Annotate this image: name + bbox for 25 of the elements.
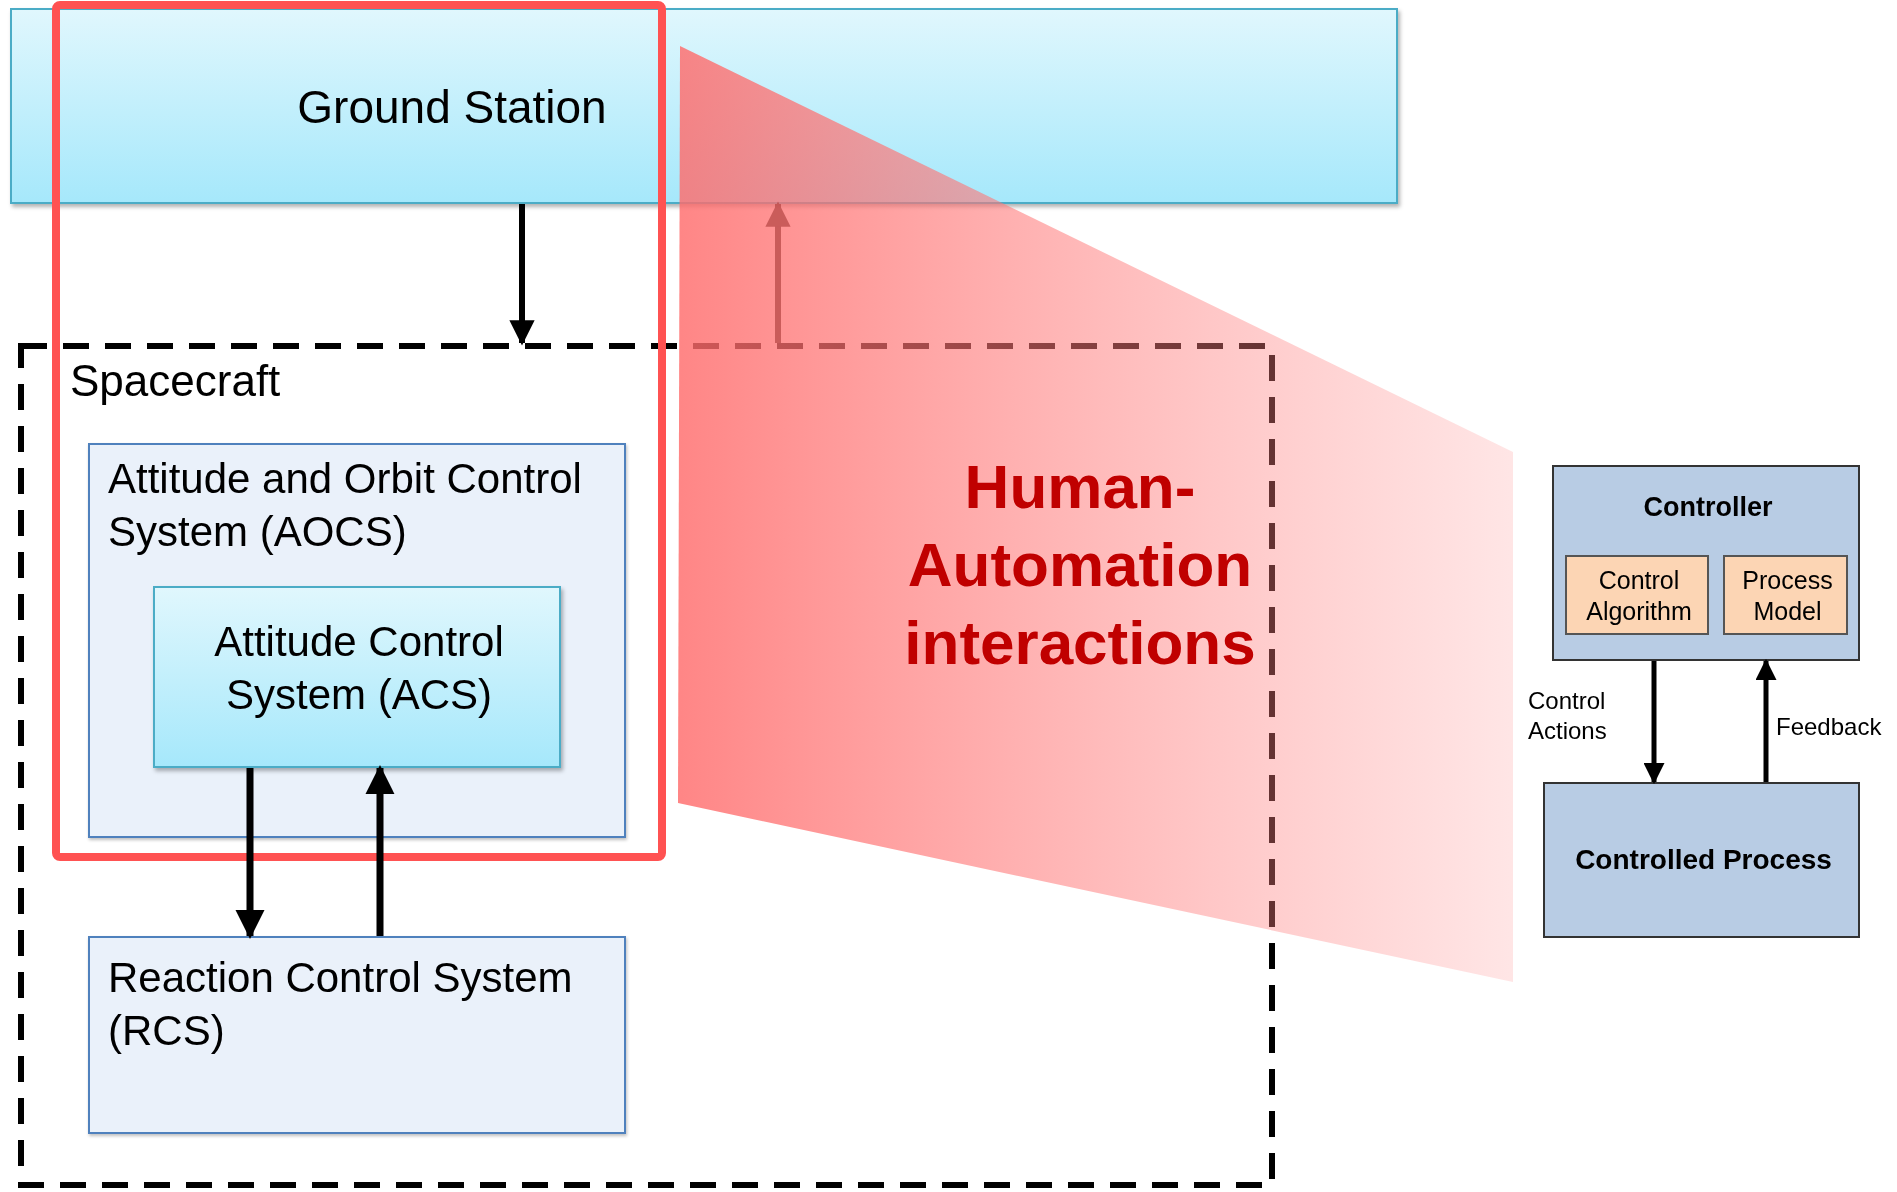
box-label: Process Model (1741, 565, 1834, 628)
box-label: Spacecraft (70, 355, 282, 407)
arrow (1643, 661, 1665, 785)
callout-text: Human-Automation interactions (903, 451, 1257, 679)
box-label: Attitude Control System (ACS) (213, 617, 505, 720)
acs-box (153, 586, 561, 768)
arrow (235, 768, 265, 939)
box-label: Controller (1642, 491, 1774, 524)
arrow (509, 204, 535, 346)
arrow (765, 201, 791, 343)
aocs-box (88, 443, 626, 838)
process-model-box (1723, 555, 1848, 635)
arrow (365, 765, 395, 936)
box-label: Reaction Control System (RCS) (108, 953, 574, 1056)
box-label: Controlled Process (1574, 843, 1833, 877)
rcs-box (88, 936, 626, 1134)
box-label: Ground Station (296, 80, 608, 136)
edge-label: Feedback (1776, 712, 1882, 742)
controller-box (1552, 465, 1860, 661)
control-algorithm-box (1565, 555, 1709, 635)
box-label: Attitude and Orbit Control System (AOCS) (108, 454, 583, 557)
controlled-process-box (1543, 782, 1860, 938)
arrow (1755, 658, 1777, 782)
edge-label: Control Actions (1528, 686, 1608, 746)
box-label: Control Algorithm (1585, 565, 1693, 628)
